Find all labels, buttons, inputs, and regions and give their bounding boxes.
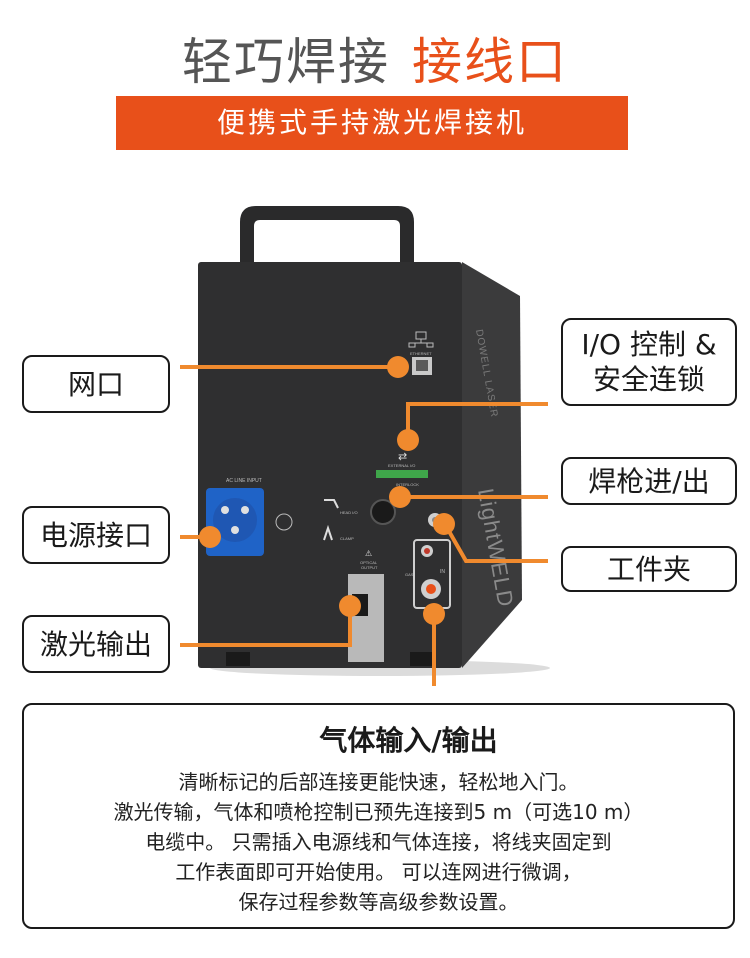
interlock-text: INTERLOCK [396,482,419,487]
info-panel: 气体输入/输出 清晰标记的后部连接更能快速，轻松地入门。 激光传输，气体和喷枪控… [22,703,735,929]
gas-in-text: IN [440,569,445,575]
swap-arrows-icon: ⇄ [398,450,407,463]
torch-icon [324,499,339,509]
optical-output-text-2: OUTPUT [361,565,378,570]
info-line: 电缆中。 只需插入电源线和气体连接，将线夹固定到 [145,830,612,854]
label-clamp: 工件夹 [561,546,737,592]
leader-laser [180,606,352,647]
ethernet-icon [408,331,434,348]
label-torch: 焊枪进/出 [561,457,737,505]
info-body: 清晰标记的后部连接更能快速，轻松地入门。 激光传输，气体和喷枪控制已预先连接到5… [24,767,733,917]
optical-output-plate [348,574,384,662]
info-title: 气体输入/输出 [319,724,498,757]
clamp-icon [323,524,333,541]
marker-torch [389,486,411,508]
marker-laser [339,595,361,617]
io-terminal-block [376,470,428,478]
foot-right [410,652,434,666]
info-line: 清晰标记的后部连接更能快速，轻松地入门。 [178,770,579,794]
marker-clamp [433,513,455,535]
leader-io [406,402,548,438]
ethernet-text: ETHERNET [410,351,432,356]
leader-clamp [444,525,548,563]
label-network: 网口 [22,355,170,413]
title-part-orange: 接线口 [412,33,568,91]
head-io-text: HEAD I/O [340,510,358,515]
page-title: 轻巧焊接接线口 [0,22,750,94]
external-io-text: EXTERNAL I/O [388,463,415,468]
title-part-gray: 轻巧焊接 [182,33,390,91]
clamp-text: CLAMP [340,536,354,541]
laser-warning-icon: ⚠ [365,549,372,558]
subtitle-banner: 便携式手持激光焊接机 [116,96,628,150]
label-power: 电源接口 [22,506,170,564]
marker-network [387,356,409,378]
optical-output-text-1: OPTICAL [360,560,378,565]
cabinet-side [462,262,522,668]
label-io-control: I/O 控制 & 安全连锁 [561,318,737,406]
ac-line-text: AC LINE INPUT [226,478,262,484]
label-io-line2: 安全连锁 [592,363,705,396]
info-line: 激光传输，气体和喷枪控制已预先连接到5 m（可选10 m） [113,800,644,824]
foot-left [226,652,250,666]
info-line: 保存过程参数等高级参数设置。 [238,890,519,914]
label-laser-output: 激光输出 [22,615,170,673]
head-io-connector [370,499,396,525]
gas-text: GAS [405,572,414,577]
carry-handle [240,206,414,262]
marker-io [397,429,419,451]
info-line: 工作表面即可开始使用。 可以连网进行微调， [175,860,582,884]
marker-gas [423,603,445,625]
label-io-line1: I/O 控制 & [581,328,717,361]
marker-power [199,526,221,548]
